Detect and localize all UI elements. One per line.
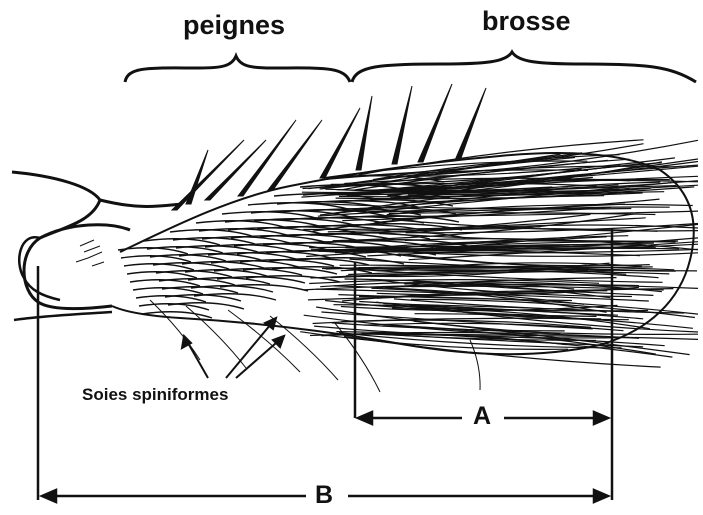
label-dimension-a: A <box>470 402 494 431</box>
spine <box>320 108 360 178</box>
spine <box>392 86 412 164</box>
comb-bristle <box>168 303 244 309</box>
comb-bristle <box>170 230 252 236</box>
base-hatching <box>76 240 104 266</box>
label-soies-spiniformes: Soies spiniformes <box>80 385 230 405</box>
label-dimension-b: B <box>312 481 336 510</box>
label-brosse: brosse <box>482 6 571 37</box>
comb-bristle <box>251 211 351 217</box>
bracket-peignes <box>125 56 350 82</box>
dimension-b <box>38 266 608 502</box>
spine <box>238 120 296 196</box>
soies-pointers <box>182 318 284 378</box>
label-peignes: peignes <box>183 10 285 41</box>
bracket-brosse <box>352 52 696 82</box>
spine <box>356 96 372 170</box>
spine <box>268 120 322 190</box>
spine <box>456 88 486 158</box>
comb-bristle <box>222 212 316 218</box>
spine <box>186 150 208 204</box>
comb-bristle <box>196 221 284 227</box>
spine <box>418 84 452 162</box>
comb-bristle <box>225 220 319 226</box>
brush-hair <box>332 323 565 331</box>
spiniform-seta <box>186 306 246 368</box>
